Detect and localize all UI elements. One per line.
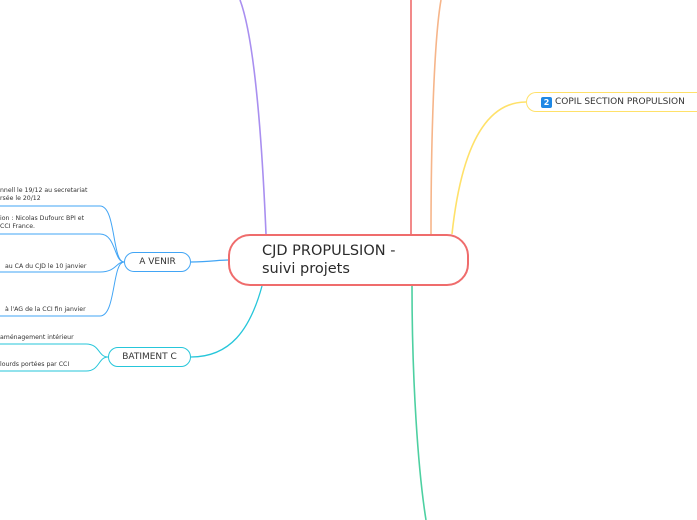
- leaf-topic-dufourc[interactable]: ion : Nicolas Dufourc BPI et CCI France.: [0, 215, 84, 231]
- connector-orange: [430, 0, 442, 235]
- connector-blue: [190, 259, 229, 263]
- connector-purple: [239, 0, 267, 235]
- leaf-topic-ag-cci[interactable]: à l'AG de la CCI fin janvier: [5, 306, 86, 314]
- topic-batiment-c[interactable]: BATIMENT C: [108, 347, 191, 367]
- topic-label: COPIL SECTION PROPULSION: [555, 97, 685, 107]
- connector-green: [411, 285, 427, 520]
- leaf-topic-ca-cjd[interactable]: au CA du CJD le 10 janvier: [5, 263, 86, 271]
- leaf-connector-4: [0, 261, 125, 317]
- leaf-line: lourds portées par CCI: [0, 361, 70, 368]
- leaf-line: ion : Nicolas Dufourc BPI et: [0, 215, 85, 222]
- leaf-topic-cci[interactable]: lourds portées par CCI: [0, 361, 69, 369]
- batiment-leaf-connectors: [0, 343, 109, 372]
- leaf-line: nnell le 19/12 au secretariat: [0, 187, 88, 194]
- leaf-line: à l'AG de la CCI fin janvier: [5, 306, 86, 313]
- leaf-connector-2: [0, 233, 125, 263]
- leaf-line: au CA du CJD le 10 janvier: [5, 263, 87, 270]
- central-topic-title: CJD PROPULSION - suivi projets: [262, 243, 396, 277]
- a-venir-leaf-connectors: [0, 205, 125, 317]
- leaf-connector-6: [0, 356, 109, 372]
- central-topic[interactable]: CJD PROPULSION - suivi projets: [228, 234, 469, 286]
- leaf-line: CCI France.: [0, 223, 35, 230]
- connector-yellow: [451, 101, 527, 235]
- topic-a-venir[interactable]: A VENIR: [124, 252, 191, 272]
- leaf-topic-amenagement[interactable]: aménagement intérieur: [0, 334, 74, 342]
- leaf-topic-secretariat[interactable]: nnell le 19/12 au secretariat rsée le 20…: [0, 187, 87, 203]
- topic-label: BATIMENT C: [122, 352, 177, 362]
- leaf-connector-5: [0, 343, 109, 358]
- leaf-connector-1: [0, 205, 125, 263]
- leaf-line: aménagement intérieur: [0, 334, 74, 341]
- connector-cyan: [190, 285, 263, 358]
- leaf-line: rsée le 20/12: [0, 195, 41, 202]
- topic-copil-section-propulsion[interactable]: 2 COPIL SECTION PROPULSION: [526, 92, 697, 112]
- number-badge-icon: 2: [541, 96, 552, 108]
- topic-label: A VENIR: [139, 257, 176, 267]
